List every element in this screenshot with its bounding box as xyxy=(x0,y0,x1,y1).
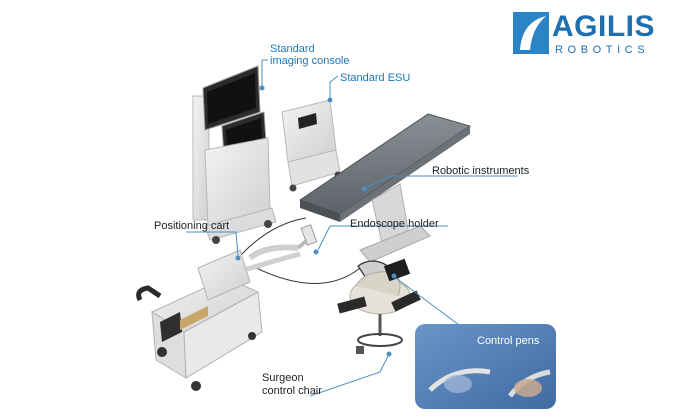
positioning-cart xyxy=(136,249,301,391)
control-pens-photo xyxy=(415,324,556,409)
label-surgeon-chair-line1: Surgeon xyxy=(262,372,304,384)
label-surgeon-chair-line2: control chair xyxy=(262,385,322,397)
esu-cart xyxy=(281,99,342,192)
imaging-console xyxy=(192,65,277,244)
label-robotic-instruments: Robotic instruments xyxy=(432,165,530,177)
operating-table xyxy=(298,113,472,263)
leader-lines xyxy=(186,59,518,397)
label-positioning-cart: Positioning cart xyxy=(154,220,230,232)
label-control-pens: Control pens xyxy=(477,335,540,347)
robotic-arm xyxy=(239,217,361,284)
label-imaging-console-line2: imaging console xyxy=(270,55,350,67)
logo-mark-icon xyxy=(513,12,549,54)
logo-subtitle-text: ROBOTICS xyxy=(555,44,650,56)
label-endoscope-holder: Endoscope holder xyxy=(350,218,439,230)
logo-brand-text: AGILIS xyxy=(552,10,656,43)
label-imaging-console-line1: Standard xyxy=(270,43,315,55)
surgeon-chair xyxy=(337,258,421,354)
label-standard-esu: Standard ESU xyxy=(340,72,411,84)
